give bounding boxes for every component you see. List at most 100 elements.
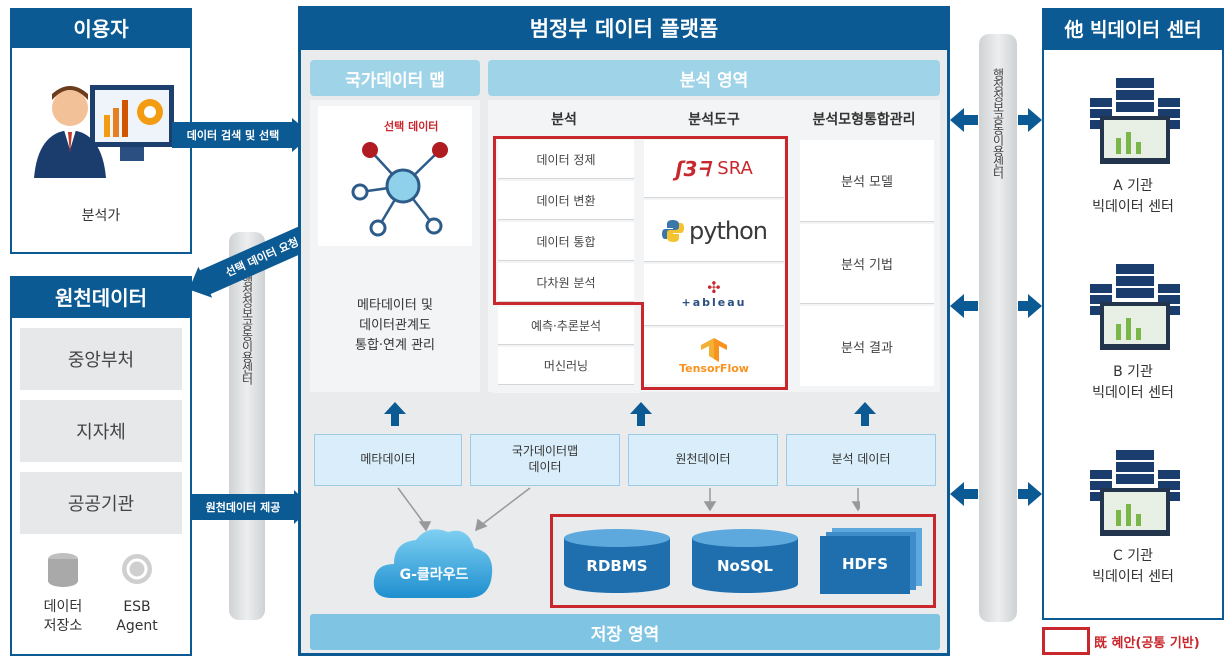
- cloud-label: G-클라우드: [399, 567, 469, 583]
- source-national-map-data: 국가데이터맵 데이터: [470, 434, 620, 486]
- tool-sra: ʃ3ᖷ SRA: [644, 140, 784, 198]
- up-arrow-icon: [854, 402, 876, 426]
- center-b-sub: 빅데이터 센터: [1092, 385, 1174, 401]
- provide-arrow: 원천데이터 제공: [190, 494, 296, 520]
- highlight-notch-side: [641, 302, 644, 390]
- exchange-arrow-icon: [1018, 108, 1042, 132]
- right-pillar-text: 행정정보공동이용센터: [991, 68, 1005, 178]
- left-pillar: 행정정보공동이용센터: [229, 232, 265, 620]
- center-b-name: B 기관: [1113, 364, 1153, 380]
- legend-swatch: [1042, 627, 1090, 655]
- analysis-item: 데이터 변환: [498, 181, 634, 220]
- col-tools-header: 분석도구: [688, 112, 740, 128]
- analysis-item: 데이터 통합: [498, 222, 634, 261]
- request-arrow: 선택 데이터 요청: [188, 219, 326, 298]
- source-item-public-org: 공공기관: [20, 472, 182, 534]
- store-label: 데이터 저장소: [26, 598, 100, 636]
- right-pillar: 행정정보공동이용센터: [979, 34, 1017, 622]
- model-item: 분석 기법: [800, 224, 934, 304]
- center-c-sub: 빅데이터 센터: [1092, 569, 1174, 585]
- analysis-title: 분석 영역: [488, 60, 940, 96]
- national-map-desc: 메타데이터 및 데이터관계도 통합·연계 관리: [310, 296, 480, 356]
- exchange-arrow-icon: [950, 108, 978, 132]
- sra-logo-mark: ʃ3ᖷ: [675, 156, 710, 181]
- model-item: 분석 모델: [800, 140, 934, 222]
- selected-data-box: 선택 데이터: [318, 106, 472, 246]
- tensorflow-text: TensorFlow: [679, 361, 749, 375]
- source-national-map-data-label: 국가데이터맵 데이터: [511, 444, 579, 474]
- nosql-label: NoSQL: [717, 557, 773, 575]
- center-a-label: A 기관 빅데이터 센터: [1042, 176, 1224, 218]
- legend-label: 既 혜안(공통 기반): [1094, 636, 1200, 651]
- source-panel-title: 원천데이터: [10, 276, 192, 316]
- tool-tableau: ✣ +ableau: [644, 264, 784, 326]
- esb-label: ESB Agent: [100, 598, 174, 636]
- tool-python: python: [644, 200, 784, 262]
- source-panel: 중앙부처 지자체 공공기관 데이터 저장소 ESB Agent: [10, 316, 192, 656]
- model-item: 분석 결과: [800, 306, 934, 386]
- store-label-line1: 데이터: [43, 599, 83, 615]
- esb-icon: [122, 554, 152, 584]
- server-icon: [1090, 264, 1180, 350]
- esb-label-line1: ESB: [123, 599, 151, 615]
- analyst-icon: [34, 85, 174, 178]
- national-map-title: 국가데이터 맵: [310, 60, 480, 96]
- other-centers-title: 他 빅데이터 센터: [1042, 8, 1224, 48]
- center-a-sub: 빅데이터 센터: [1092, 199, 1174, 215]
- national-map-desc-line1: 메타데이터 및: [357, 298, 433, 313]
- platform-title: 범정부 데이터 플랫폼: [298, 6, 950, 50]
- col-analysis-header: 분석: [551, 112, 577, 128]
- analysis-item-predict: 예측·추론분석: [498, 307, 634, 345]
- store-label-line2: 저장소: [43, 617, 83, 634]
- center-c-label: C 기관 빅데이터 센터: [1042, 546, 1224, 588]
- analysis-item: 데이터 정제: [498, 140, 634, 179]
- search-arrow: 데이터 검색 및 선택: [172, 122, 294, 148]
- user-panel-title: 이용자: [10, 8, 192, 46]
- tableau-text: +ableau: [681, 296, 747, 309]
- database-icon: [48, 553, 78, 587]
- sra-logo-text: SRA: [717, 158, 753, 179]
- server-icon: [1090, 450, 1180, 536]
- up-arrow-icon: [630, 402, 652, 426]
- center-b-label: B 기관 빅데이터 센터: [1042, 362, 1224, 404]
- rdbms-label: RDBMS: [586, 557, 648, 575]
- search-arrow-label: 데이터 검색 및 선택: [186, 129, 280, 142]
- source-item-ministry: 중앙부처: [20, 328, 182, 390]
- national-map-desc-line3: 통합·연계 관리: [354, 338, 436, 354]
- source-meta: 메타데이터: [314, 434, 462, 486]
- hdfs-label: HDFS: [841, 555, 889, 573]
- user-caption: 분석가: [81, 208, 121, 224]
- python-text: python: [689, 216, 768, 245]
- exchange-arrow-icon: [950, 482, 978, 506]
- server-icon: [1090, 78, 1180, 164]
- exchange-arrow-icon: [1018, 482, 1042, 506]
- provide-arrow-label: 원천데이터 제공: [205, 501, 281, 514]
- network-icon: [351, 142, 448, 237]
- highlight-notch-border: [493, 302, 644, 305]
- user-panel: 분석가: [10, 46, 192, 254]
- analysis-item-ml: 머신러닝: [498, 347, 634, 385]
- analysis-item: 다차원 분석: [498, 263, 634, 302]
- selected-data-label: 선택 데이터: [384, 120, 439, 133]
- tool-tensorflow: TensorFlow: [644, 328, 784, 384]
- source-raw-data: 원천데이터: [628, 434, 778, 486]
- python-icon: [662, 219, 685, 242]
- center-a-name: A 기관: [1113, 178, 1153, 194]
- center-c-name: C 기관: [1113, 548, 1153, 564]
- tensorflow-icon: [701, 337, 727, 362]
- up-arrow-icon: [384, 402, 406, 426]
- cloud-icon: [373, 529, 493, 598]
- connector-lines: [397, 487, 860, 532]
- esb-label-line2: Agent: [116, 617, 158, 634]
- nosql-cylinder: [692, 529, 798, 593]
- left-pillar-text: 행정정보공동이용센터: [240, 274, 254, 384]
- exchange-arrow-icon: [1018, 294, 1042, 318]
- tableau-icon: ✣: [707, 278, 721, 297]
- exchange-arrow-icon: [950, 294, 978, 318]
- source-analysis-data: 분석 데이터: [786, 434, 936, 486]
- hdfs-stack: [820, 528, 922, 594]
- source-item-local-gov: 지자체: [20, 400, 182, 462]
- col-models-header: 분석모형통합관리: [812, 112, 916, 128]
- storage-bar: 저장 영역: [310, 614, 940, 650]
- rdbms-cylinder: [564, 529, 670, 593]
